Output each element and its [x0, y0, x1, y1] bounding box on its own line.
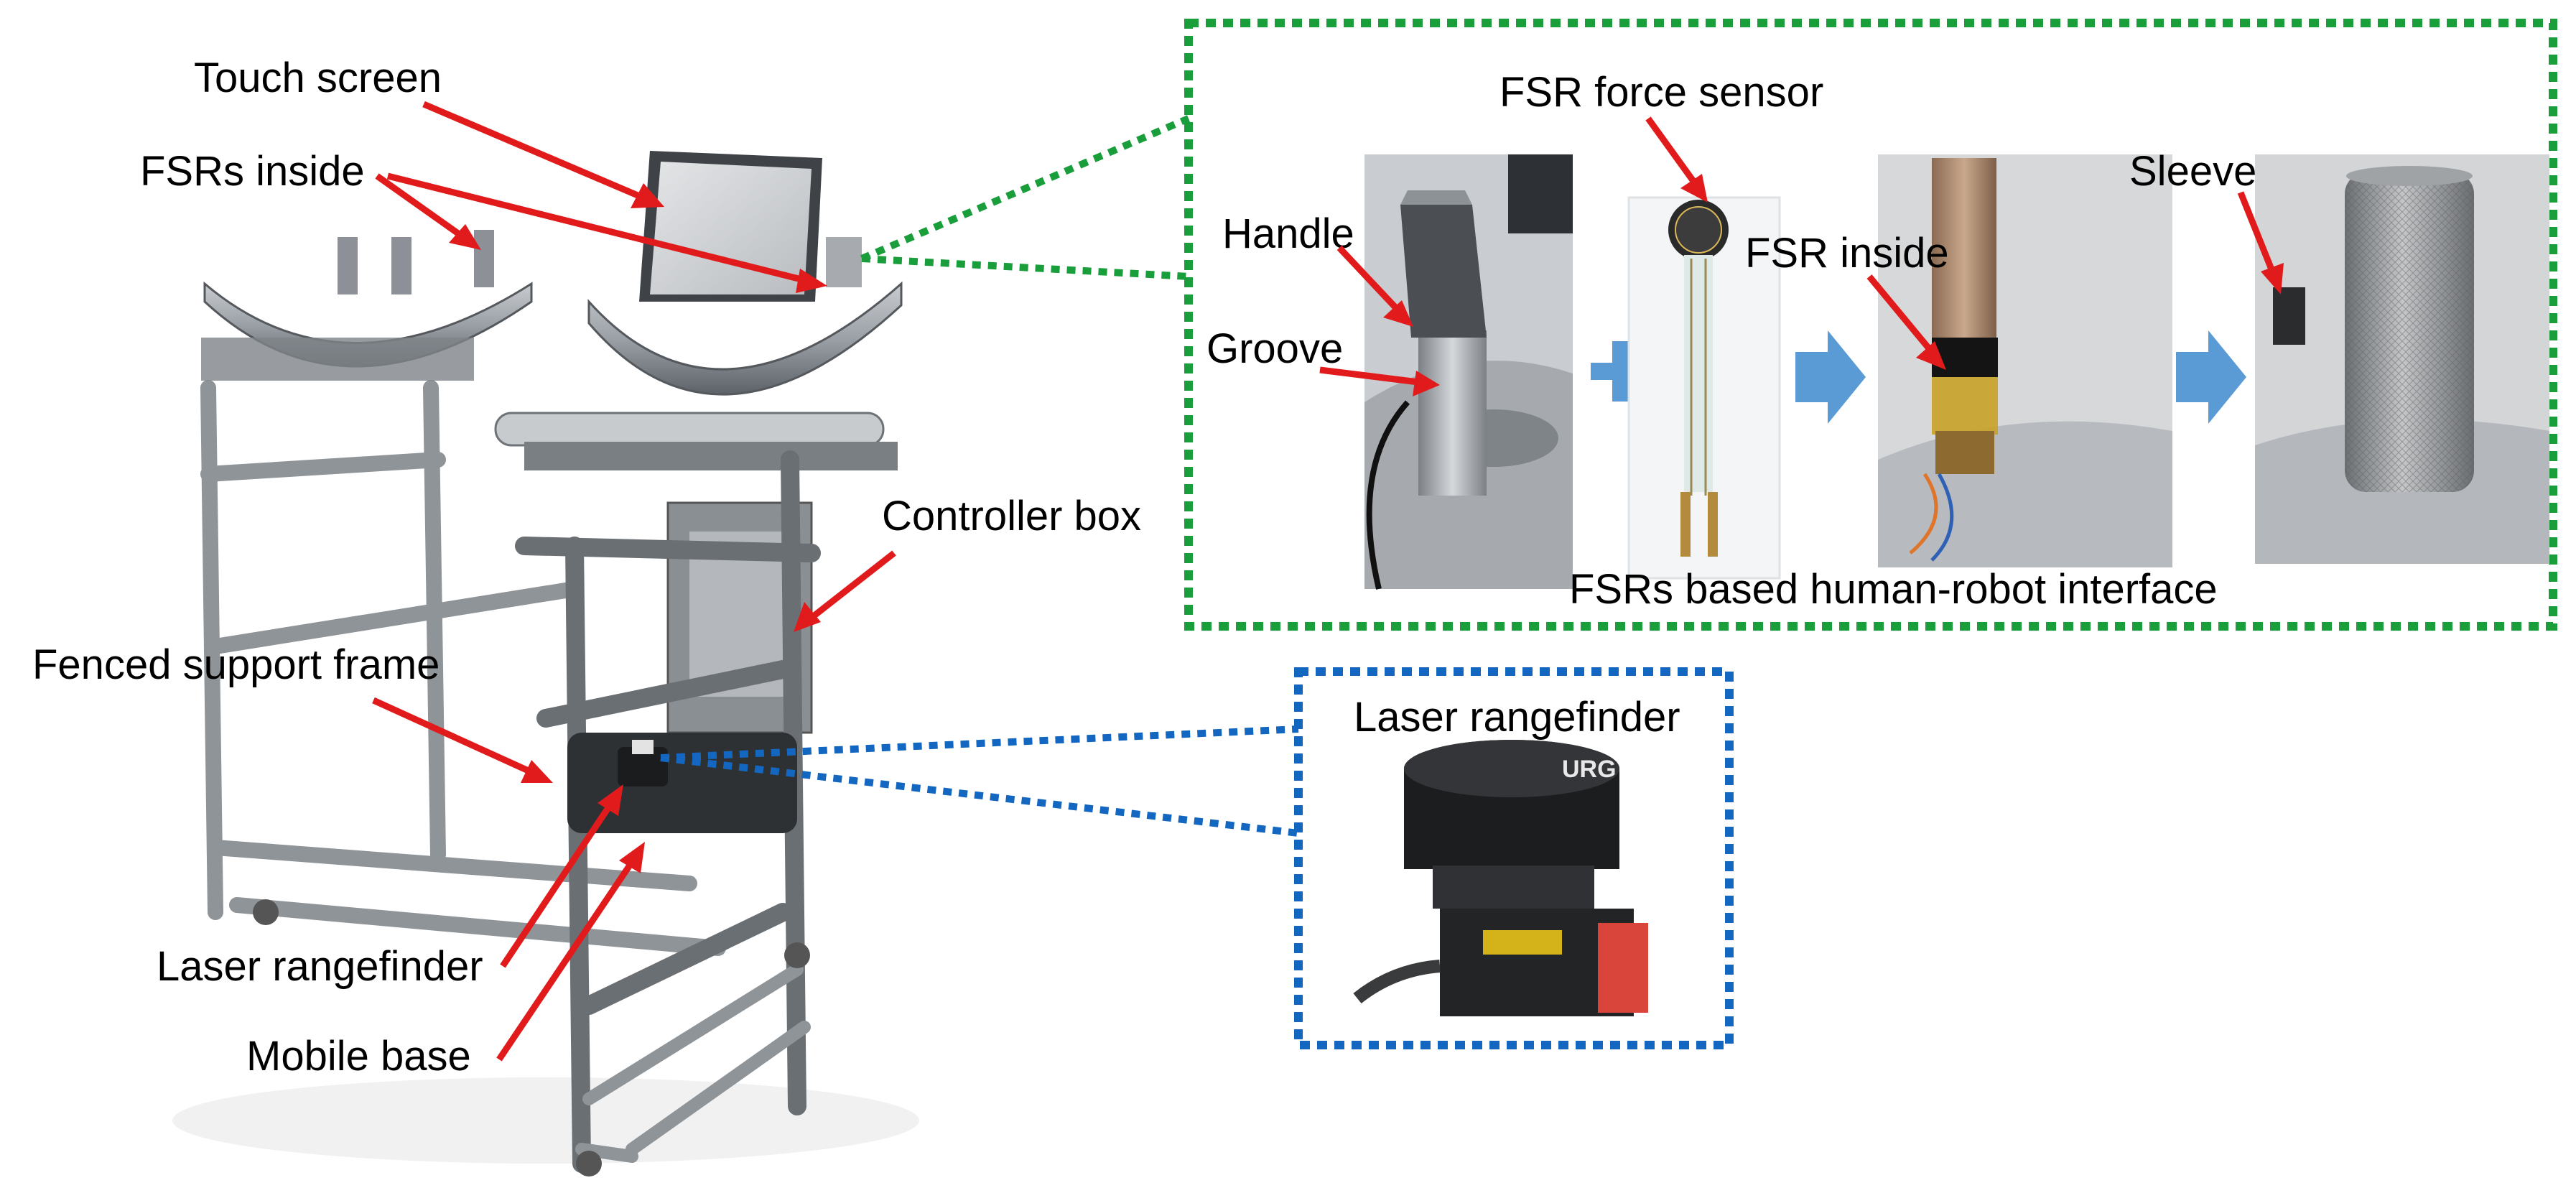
touch-screen-label: Touch screen [194, 55, 442, 101]
fsr-callout-line-top [860, 115, 1190, 262]
sleeve-label: Sleeve [2129, 148, 2256, 195]
right-arrow-icon-2 [2176, 330, 2246, 424]
fsr-sensor-arrowhead [1680, 174, 1708, 203]
robot-pointer-arrows [372, 101, 896, 1062]
handle-label: Handle [1222, 210, 1354, 257]
laser-callout-line-bottom [660, 754, 1299, 837]
fsrs-inside-label: FSRs inside [140, 148, 365, 195]
fsr-sensor-arrow [1645, 116, 1698, 185]
right-arrow-icon-1 [1795, 330, 1866, 424]
groove-arrow [1319, 366, 1419, 386]
fsr-panel-border [1184, 19, 2557, 631]
fsr-force-sensor-label: FSR force sensor [1499, 69, 1823, 116]
handle-arrow [1336, 245, 1400, 312]
groove-arrowhead [1413, 371, 1440, 396]
fsrs-inside-arrowhead-right [796, 269, 827, 293]
fsrs-inside-arrow-left [375, 173, 465, 240]
laser-rangefinder-panel: Laser rangefinder URG [1294, 667, 1734, 1049]
fenced-frame-arrow [372, 697, 533, 776]
fsr-callout-line-bottom [861, 255, 1189, 280]
fsr-sensor-photo [1627, 196, 1781, 580]
laser-rangefinder-photo: URG [1353, 740, 1648, 1016]
groove-label: Groove [1206, 325, 1343, 372]
mobile-base-arrow [496, 860, 635, 1062]
laser-panel-border [1294, 667, 1734, 1049]
laser-device-text: URG [1562, 756, 1617, 783]
laser-callout-line-top [660, 725, 1299, 761]
callout-lines [660, 115, 1299, 837]
fsr-inside-panel-label: FSR inside [1745, 230, 1949, 277]
fenced-frame-arrowhead [521, 760, 553, 783]
controller-box-arrow [809, 550, 896, 621]
fsr-inside-arrow [1866, 274, 1935, 354]
mobile-base-arrowhead [619, 842, 645, 873]
fsr-inside-arrowhead [1916, 341, 1946, 370]
fsr-panel-caption: FSRs based human-robot interface [1569, 566, 2218, 613]
sleeve-photo [2255, 154, 2549, 564]
handle-photo [1364, 154, 1573, 590]
touch-screen-arrow [422, 101, 644, 201]
laser-rangefinder-label: Laser rangefinder [157, 943, 483, 990]
controller-box-label: Controller box [882, 493, 1141, 539]
mobile-base-label: Mobile base [246, 1033, 471, 1080]
fenced-support-frame-label: Fenced support frame [32, 641, 440, 688]
sleeve-arrowhead [2261, 263, 2284, 294]
fsrs-inside-arrow-right [386, 172, 806, 284]
laser-rangefinder-arrow [500, 802, 613, 968]
laser-rangefinder-arrowhead [597, 784, 623, 816]
robot-walker-photo [172, 151, 919, 1177]
fsrs-inside-arrowhead-left [449, 224, 481, 250]
touch-screen-arrowhead [631, 183, 664, 208]
handle-arrowhead [1383, 300, 1413, 327]
laser-panel-title: Laser rangefinder [1354, 694, 1680, 741]
fsr-interface-panel: FSR force sensor Handle Groove FSR insid… [1184, 19, 2557, 631]
fsr-inside-photo [1878, 154, 2172, 567]
controller-box-arrowhead [794, 602, 821, 632]
sleeve-arrow [2237, 191, 2277, 274]
